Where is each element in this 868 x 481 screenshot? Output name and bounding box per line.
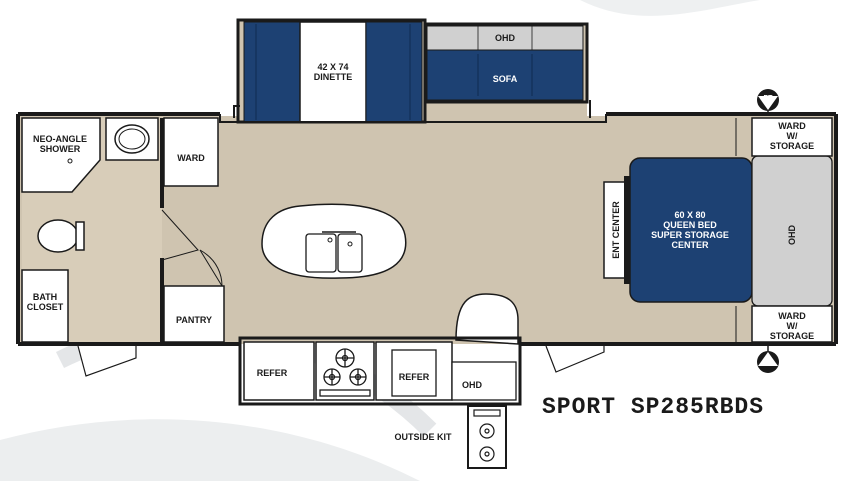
label-pantry: PANTRY [176,315,212,325]
neo-angle-shower [21,117,101,193]
label-ohd-slide: OHD [495,33,515,43]
label-dinette: 42 X 74 DINETTE [313,62,353,82]
label-queen-bed: 60 X 80 QUEEN BED SUPER STORAGE CENTER [651,210,729,250]
bath-door-swing [161,209,199,261]
pantry-box [163,285,225,343]
pantry-door-swing [199,249,223,287]
label-outside-kit: OUTSIDE KIT [394,432,452,442]
kitchen-counter [455,293,519,345]
double-sink-left [305,233,337,273]
refer-small-box [391,349,437,397]
label-bath-closet: BATH CLOSET [26,292,64,312]
ohd-kitchen-box [451,361,517,401]
ward-front-box [163,117,219,187]
label-ohd-bedroom: OHD [787,225,797,245]
shower-drain [67,158,73,164]
label-ward-top: WARD W/ STORAGE [769,121,815,151]
model-name: SPORT SP285RBDS [542,394,765,420]
ward-top-box [751,117,833,157]
double-sink-right [337,233,363,273]
label-neo-angle-shower: NEO-ANGLE SHOWER [33,134,87,154]
ward-bottom-box [751,305,833,343]
entry-door-main [545,345,605,373]
label-sofa: SOFA [492,74,518,84]
label-ohd-kitchen: OHD [462,380,482,390]
dinette-seat-left [243,21,301,123]
entry-door-rear [77,345,137,377]
label-refer-main: REFER [256,368,288,378]
label-ent-center: ENT CENTER [611,201,621,259]
refer-main-box [243,341,315,401]
dinette-seat-right [365,21,423,123]
label-refer-small: REFER [398,372,430,382]
ohd-slide-box [426,25,584,51]
bath-wall [160,118,164,208]
sofa [426,49,584,101]
toilet [37,219,79,253]
sofa-slide-frame [423,22,589,104]
dinette-table [299,21,367,123]
label-ward-bottom: WARD W/ STORAGE [769,311,815,341]
pt-label-top: PT [763,95,773,102]
label-ward-front: WARD [177,153,205,163]
pt-label-bottom: PT [763,359,773,366]
bath-closet-box [21,269,69,343]
kitchen-slide-frame [238,336,522,406]
range-burners [319,348,371,397]
